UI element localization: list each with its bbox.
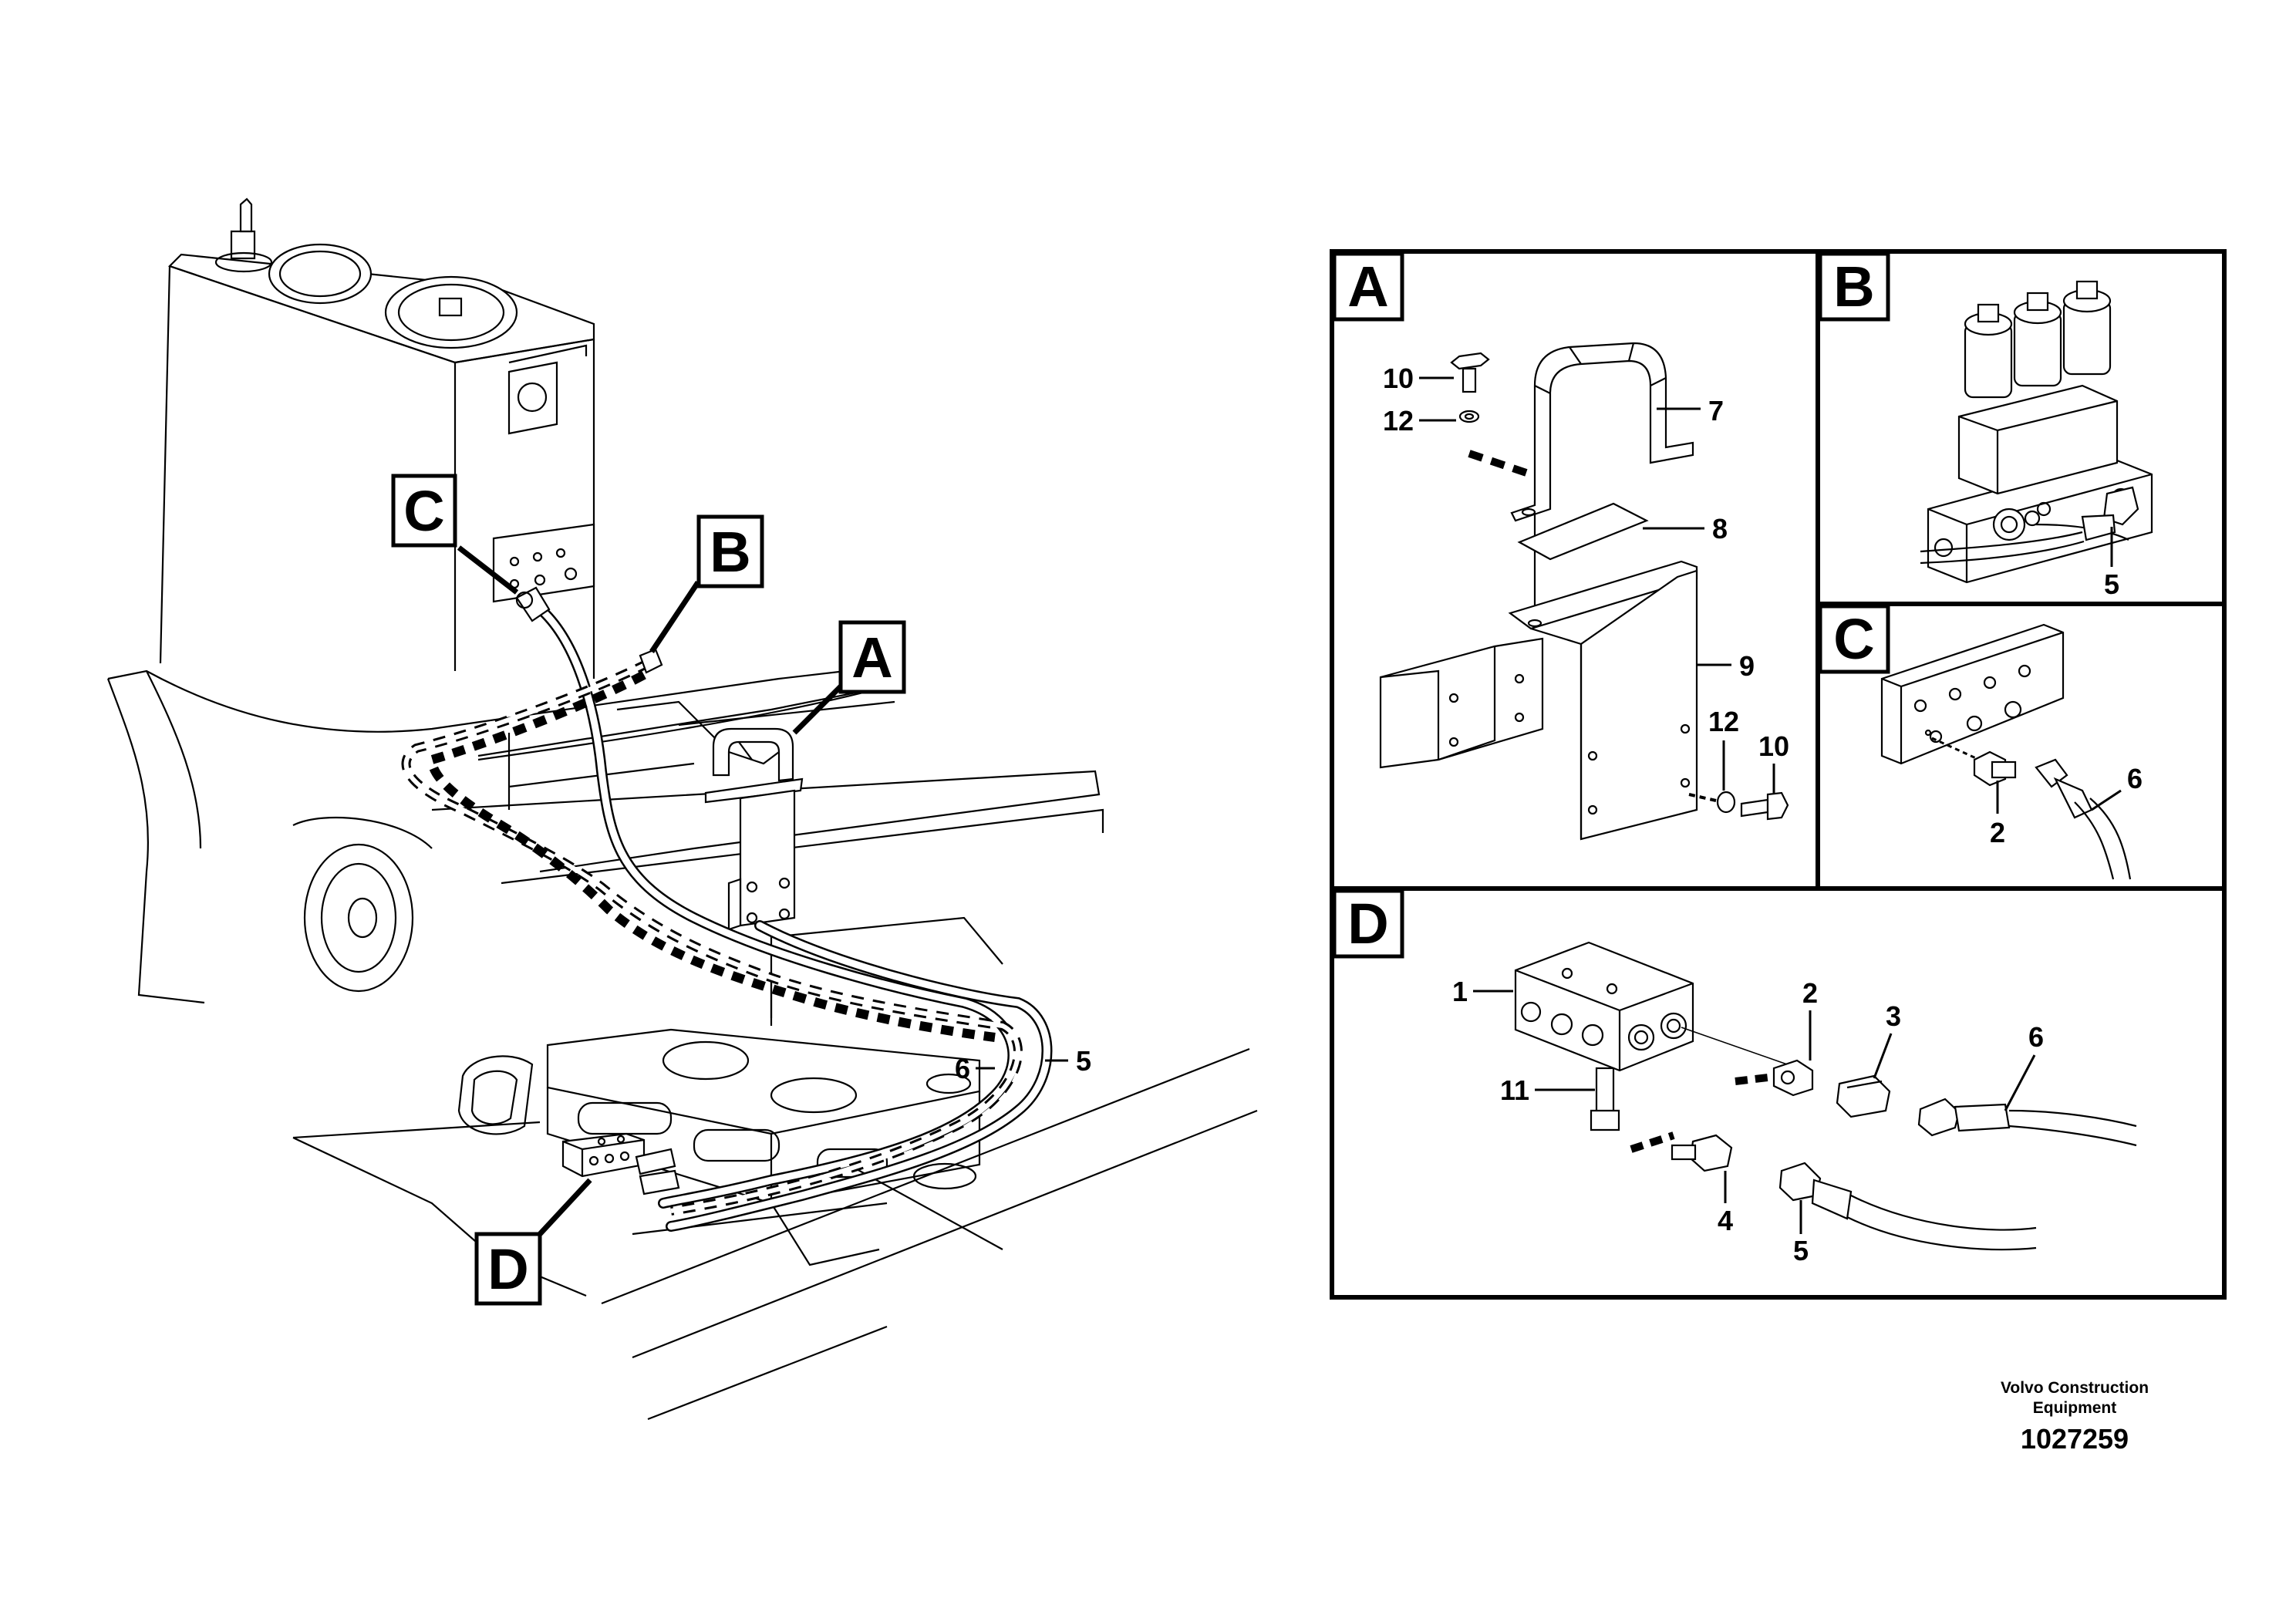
junction-block-overview <box>561 1132 680 1195</box>
detail-c-item-2: 2 <box>1990 817 2005 848</box>
detail-a-tag: A <box>1347 255 1388 319</box>
plate-8 <box>1517 502 1649 561</box>
callout-c-text: C <box>403 479 444 543</box>
detail-a-item-10-bottom: 10 <box>1758 730 1789 762</box>
company-name-line2: Equipment <box>2033 1399 2117 1417</box>
adapter-4 <box>1671 1134 1733 1172</box>
detail-d-item-3: 3 <box>1886 1000 1901 1032</box>
detail-d-item-11: 11 <box>1500 1074 1529 1106</box>
callout-a-text: A <box>851 626 892 690</box>
overview-item-5: 5 <box>1076 1045 1091 1077</box>
callout-c-overview: C <box>391 474 519 595</box>
overview-illustration: C B A D 6 5 <box>106 197 1258 1421</box>
junction-block-1 <box>1514 941 1694 1072</box>
bracket-9 <box>1379 560 1698 841</box>
hydraulic-tank <box>159 197 595 679</box>
washer-12-bottom <box>1716 791 1736 814</box>
adapter-2-detail-c <box>1973 750 2017 787</box>
detail-a-item-9: 9 <box>1739 650 1755 682</box>
detail-d-item-6: 6 <box>2028 1021 2044 1053</box>
hose-dashed <box>401 659 1023 1216</box>
drawing-number: 1027259 <box>2021 1423 2129 1455</box>
detail-d-item-1: 1 <box>1452 976 1468 1007</box>
hose-6 <box>531 600 1019 1209</box>
hose-5-detail-b <box>1920 486 2139 565</box>
detail-d-item-2: 2 <box>1802 977 1818 1009</box>
detail-c-tag: C <box>1833 607 1874 671</box>
screw-11 <box>1590 1067 1620 1131</box>
detail-a-item-12-bottom: 12 <box>1708 706 1739 737</box>
detail-a-item-8: 8 <box>1712 513 1728 545</box>
company-name-line1: Volvo Construction <box>2001 1379 2149 1397</box>
detail-d: D <box>1332 889 2137 1266</box>
callout-b-overview: B <box>649 514 764 653</box>
fitting-c-overview <box>515 586 551 622</box>
detail-d-item-4: 4 <box>1718 1205 1733 1236</box>
footer: Volvo Construction Equipment 1027259 <box>2001 1379 2149 1455</box>
adapter-2-detail-d <box>1772 1059 1814 1097</box>
detail-a-item-12-top: 12 <box>1383 405 1414 437</box>
detail-a-item-7: 7 <box>1708 395 1724 427</box>
detail-b-tag: B <box>1833 255 1874 319</box>
hose-6-detail-c <box>2035 758 2132 880</box>
callout-a-overview: A <box>792 620 906 735</box>
hose-5-detail-d <box>1778 1162 2037 1251</box>
bolt-10-top <box>1450 352 1490 423</box>
detail-d-tag: D <box>1347 892 1388 956</box>
detail-c: C 2 6 <box>1818 604 2143 880</box>
machine-frame <box>106 666 1104 1026</box>
detail-panels <box>1330 249 2227 1300</box>
elbow-3 <box>1836 1074 1891 1118</box>
detail-b: B 5 <box>1818 251 2153 600</box>
detail-a: A <box>1332 251 1789 841</box>
bracket-assembly <box>704 727 804 1018</box>
lower-chassis <box>292 1028 1258 1421</box>
fitting-b-overview <box>639 648 663 674</box>
solenoid-valve-block <box>1927 280 2153 584</box>
hose-5 <box>666 920 1053 1232</box>
detail-a-item-10-top: 10 <box>1383 363 1414 394</box>
connector-plate <box>1880 623 2065 765</box>
bolt-10-bottom <box>1740 791 1789 821</box>
hose-6-detail-d <box>1917 1098 2137 1147</box>
callout-b-text: B <box>710 520 750 584</box>
detail-b-item-5: 5 <box>2104 568 2119 600</box>
guard-7 <box>1510 342 1694 522</box>
overview-item-6: 6 <box>955 1053 970 1084</box>
callout-d-overview: D <box>474 1178 592 1306</box>
detail-d-item-5: 5 <box>1793 1235 1809 1266</box>
callout-d-text: D <box>487 1237 528 1301</box>
detail-c-item-6: 6 <box>2127 763 2143 794</box>
